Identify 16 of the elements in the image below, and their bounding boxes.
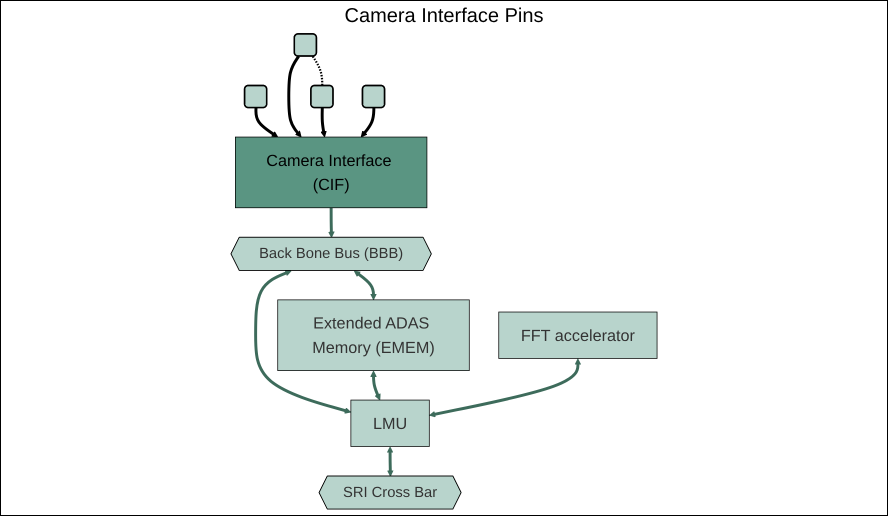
pins-heading: Camera Interface Pins [344, 5, 544, 27]
arrow [429, 358, 582, 418]
connector [312, 56, 324, 86]
node-box: Extended ADAS Memory (EMEM) [277, 300, 470, 371]
arrow [370, 370, 381, 400]
arrow [386, 446, 394, 477]
node-box: LMU [350, 400, 430, 447]
arrow [360, 108, 376, 138]
arrow [328, 208, 335, 238]
node-box: FFT accelerator [498, 312, 658, 359]
arrow [287, 56, 302, 138]
arrow [354, 270, 377, 300]
arrow [254, 270, 352, 414]
arrow [320, 108, 327, 138]
node-box: Camera Interface (CIF) [235, 136, 428, 208]
arrow [254, 108, 278, 138]
